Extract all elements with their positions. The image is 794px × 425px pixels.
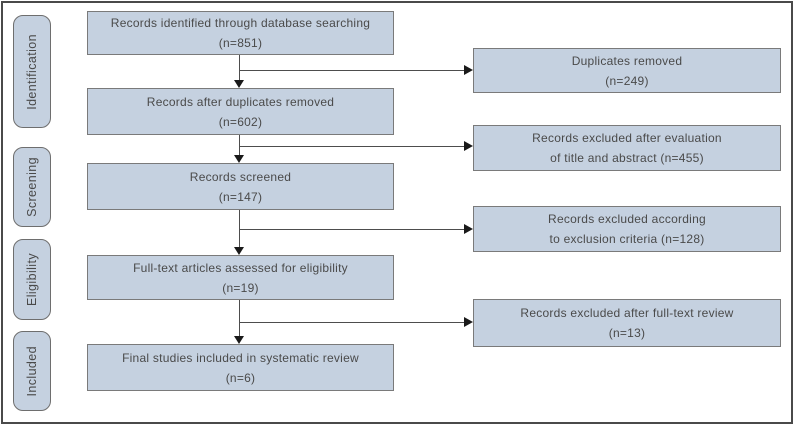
- flow-box-records-identified-text: Records identified through database sear…: [110, 16, 371, 30]
- flow-box-excluded-fulltext-count: (n=13): [608, 326, 646, 340]
- connector-line-2: [239, 135, 240, 156]
- arrow-right-icon-1: [464, 65, 473, 75]
- flow-box-records-screened-count: (n=147): [218, 189, 263, 204]
- flow-box-excluded-criteria-count: to exclusion criteria (n=128): [549, 232, 705, 246]
- stage-eligibility: Eligibility: [13, 239, 51, 320]
- stage-identification-label: Identification: [25, 33, 39, 110]
- stage-included-label: Included: [25, 345, 39, 397]
- flow-box-final-included: Final studies included in systematic rev…: [87, 344, 394, 391]
- arrow-right-icon-2: [464, 141, 473, 151]
- flow-box-records-screened: Records screened (n=147): [87, 163, 394, 210]
- flow-box-excluded-criteria: Records excluded according to exclusion …: [473, 206, 781, 252]
- arrow-down-icon-4: [234, 336, 244, 344]
- flow-box-records-identified: Records identified through database sear…: [87, 11, 394, 55]
- stage-screening: Screening: [13, 147, 51, 227]
- flow-box-excluded-fulltext: Records excluded after full-text review …: [473, 299, 781, 347]
- arrow-down-icon-3: [234, 247, 244, 255]
- flow-box-duplicates-removed-text: Duplicates removed: [571, 53, 683, 68]
- flow-box-excluded-title-abstract-text: Records excluded after evaluation: [532, 131, 722, 145]
- branch-line-1: [239, 70, 464, 71]
- stage-eligibility-label: Eligibility: [25, 252, 39, 307]
- flow-box-duplicates-removed-count: (n=249): [605, 73, 649, 88]
- flow-box-records-screened-text: Records screened: [189, 169, 292, 184]
- flow-box-after-duplicates-removed: Records after duplicates removed (n=602): [87, 88, 394, 135]
- stage-screening-label: Screening: [25, 157, 39, 217]
- flow-box-excluded-title-abstract: Records excluded after evaluation of tit…: [473, 125, 781, 171]
- flow-box-final-included-count: (n=6): [225, 370, 256, 385]
- flow-box-duplicates-removed: Duplicates removed (n=249): [473, 48, 781, 93]
- flow-box-excluded-criteria-text: Records excluded according: [548, 212, 706, 226]
- flow-box-fulltext-assessed-count: (n=19): [222, 280, 259, 295]
- branch-line-4: [239, 322, 464, 323]
- arrow-right-icon-3: [464, 224, 473, 234]
- flow-box-fulltext-assessed: Full-text articles assessed for eligibil…: [87, 255, 394, 300]
- stage-included: Included: [13, 331, 51, 411]
- flow-box-excluded-fulltext-text: Records excluded after full-text review: [520, 306, 734, 320]
- flow-box-records-identified-count: (n=851): [218, 36, 263, 50]
- flow-box-after-duplicates-removed-count: (n=602): [218, 114, 263, 129]
- branch-line-3: [239, 229, 464, 230]
- arrow-down-icon-2: [234, 155, 244, 163]
- arrow-right-icon-4: [464, 317, 473, 327]
- flow-box-fulltext-assessed-text: Full-text articles assessed for eligibil…: [133, 260, 348, 275]
- connector-line-4: [239, 300, 240, 337]
- stage-identification: Identification: [13, 15, 51, 128]
- flow-box-after-duplicates-removed-text: Records after duplicates removed: [146, 94, 335, 109]
- flow-box-final-included-text: Final studies included in systematic rev…: [122, 350, 359, 365]
- flow-box-excluded-title-abstract-count: of title and abstract (n=455): [550, 151, 704, 165]
- connector-line-1: [239, 55, 240, 81]
- arrow-down-icon-1: [234, 80, 244, 88]
- branch-line-2: [239, 146, 464, 147]
